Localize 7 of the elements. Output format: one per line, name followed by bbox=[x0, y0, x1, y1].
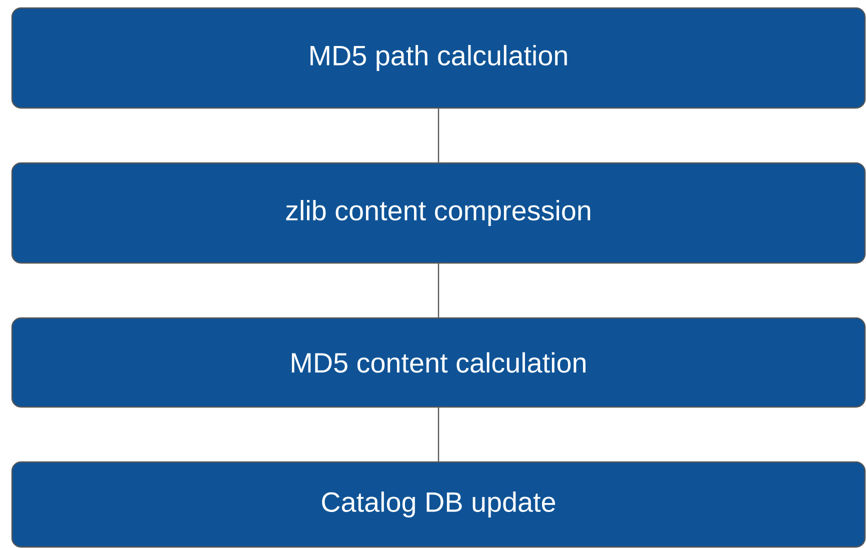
connector-line bbox=[438, 408, 440, 462]
connector-line bbox=[438, 264, 440, 318]
process-box: MD5 path calculation bbox=[11, 7, 866, 109]
process-box: MD5 content calculation bbox=[11, 317, 866, 408]
process-box: Catalog DB update bbox=[11, 461, 866, 548]
process-box: zlib content compression bbox=[11, 162, 866, 264]
connector-line bbox=[438, 108, 440, 162]
